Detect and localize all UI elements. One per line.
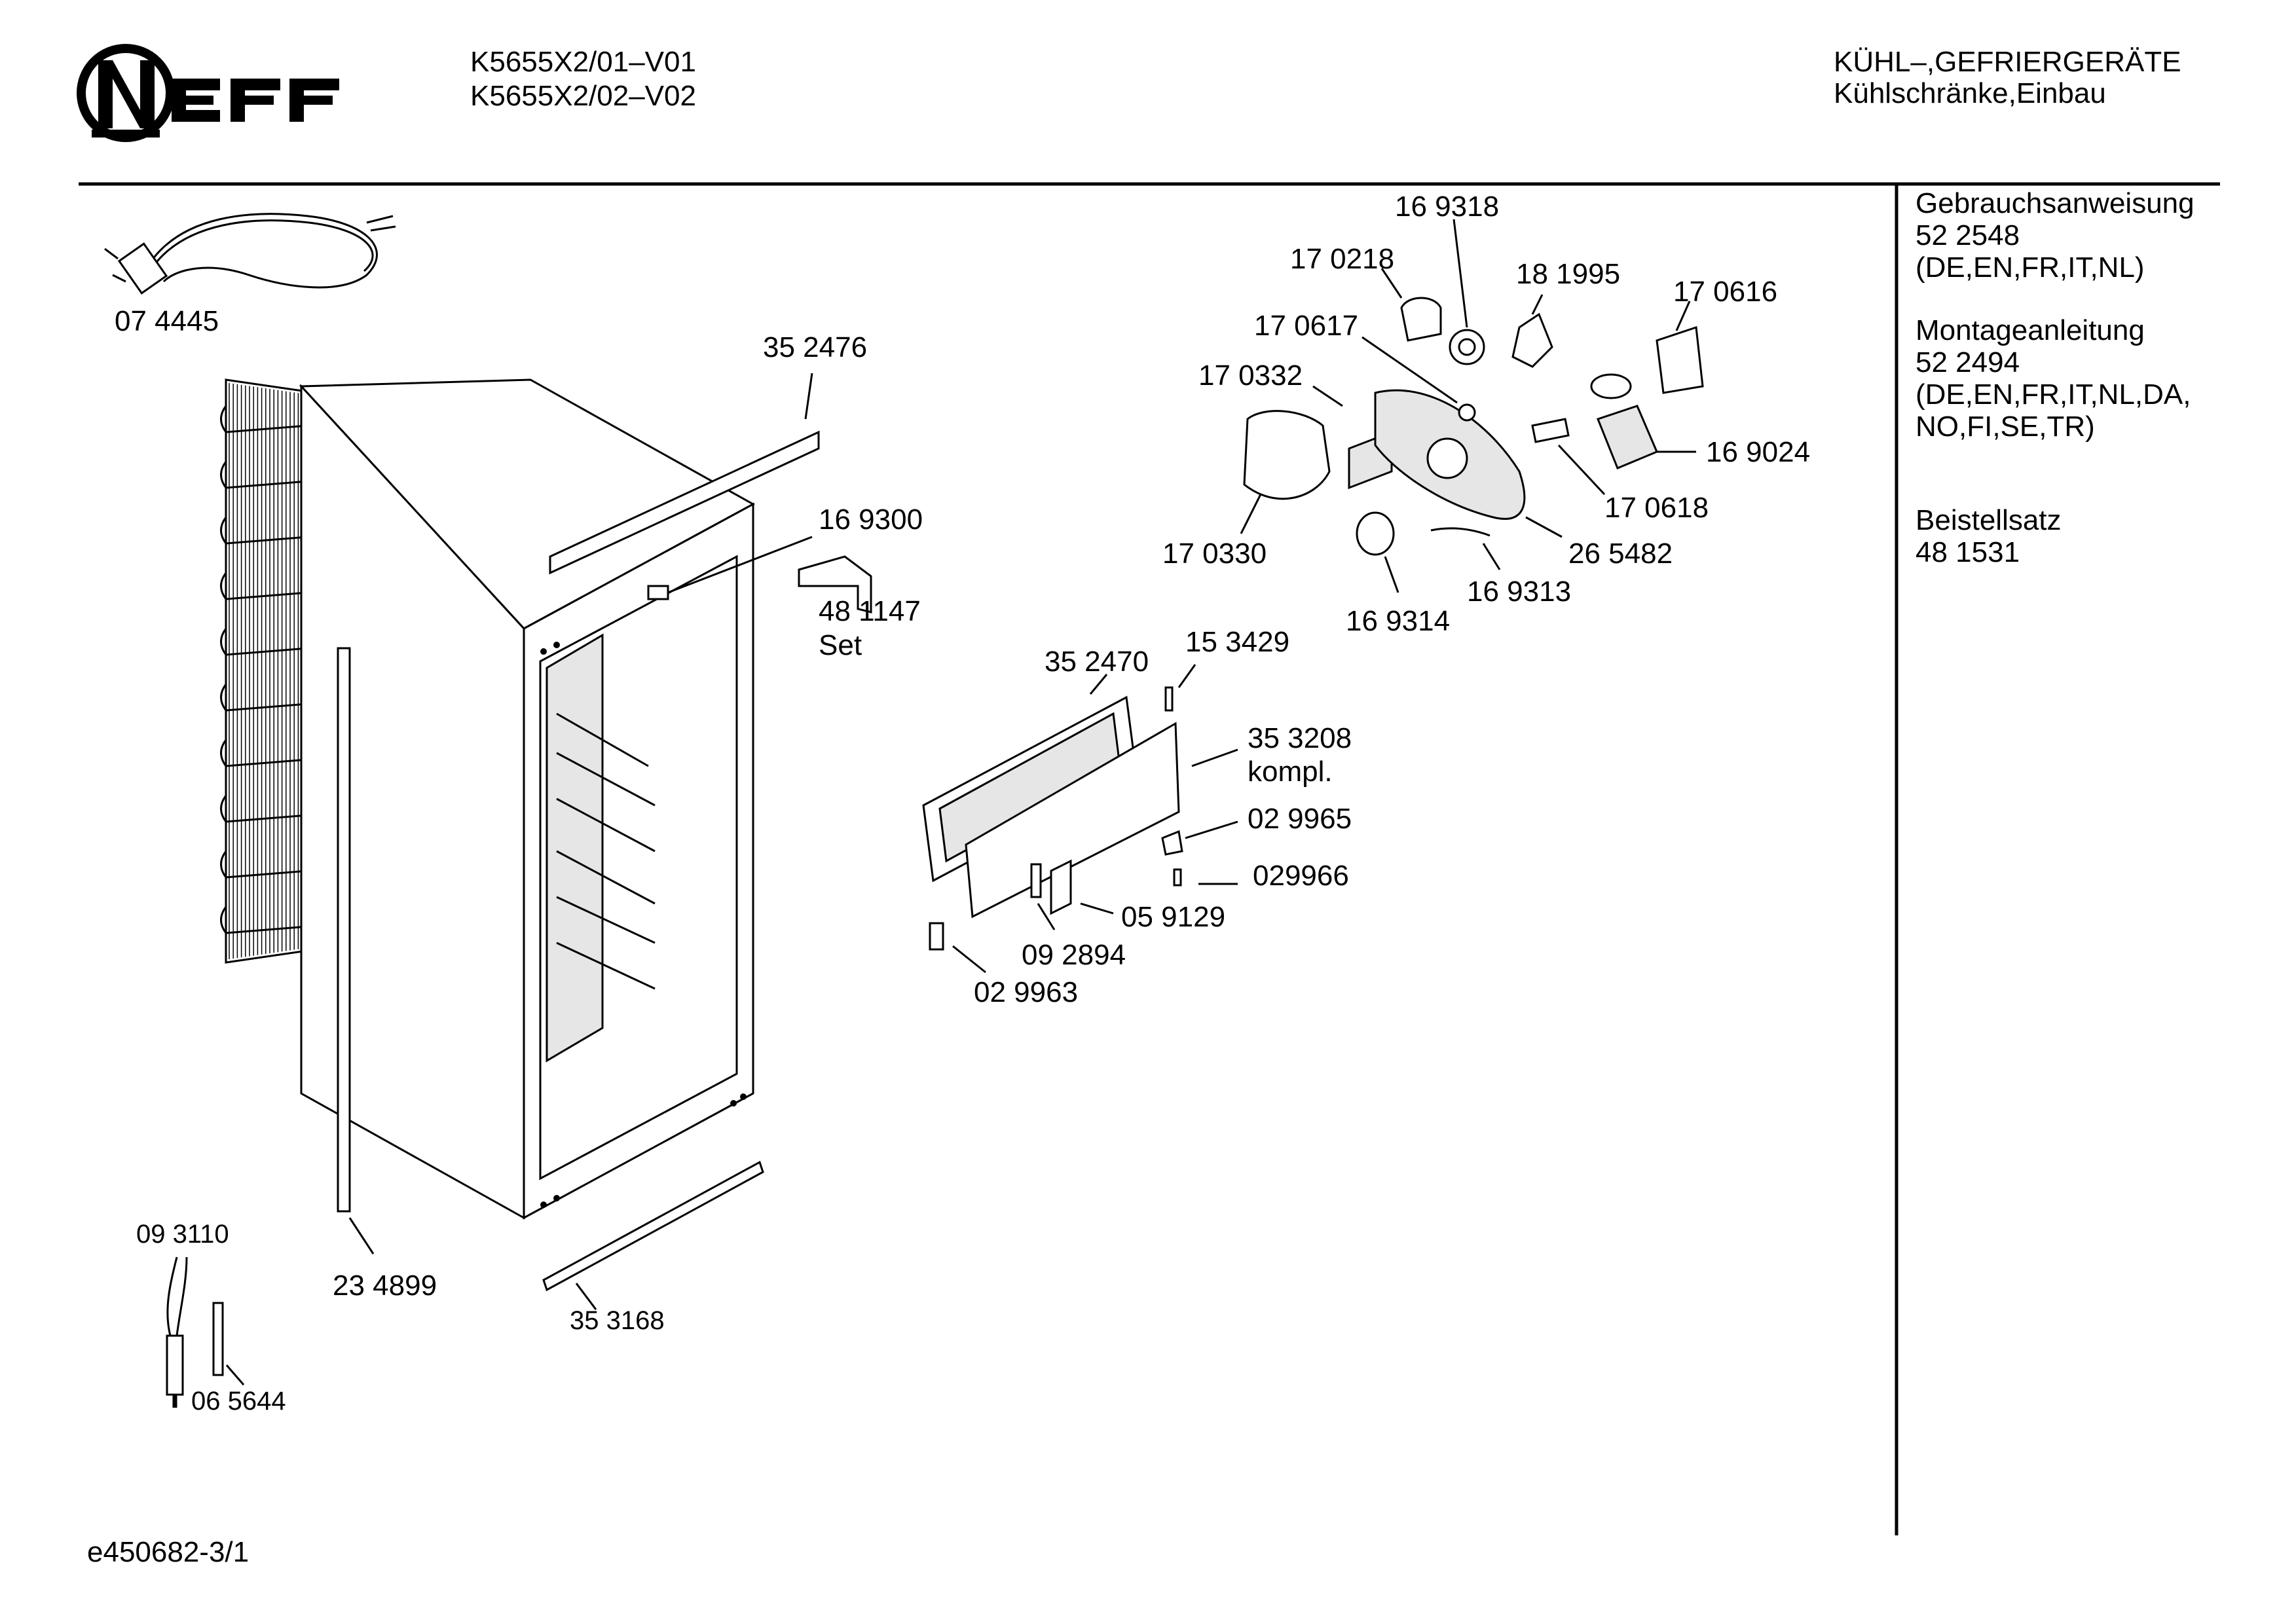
manual-title: Gebrauchsanweisung [1916, 187, 2194, 219]
label-screw: 15 3429 [1185, 626, 1289, 658]
label-handle: 05 9129 [1121, 901, 1225, 933]
model-number-1: K5655X2/01–V01 [470, 46, 696, 78]
label-cap: 16 9318 [1395, 191, 1499, 223]
label-cable: 17 0618 [1604, 492, 1709, 524]
label-bracket: 48 1147 [819, 595, 921, 627]
label-cover-plate: 17 0332 [1198, 359, 1303, 392]
lamp-assembly-drawing [1240, 219, 1704, 593]
model-number-2: K5655X2/02–V02 [470, 80, 696, 112]
label-cord: 07 4445 [115, 305, 219, 337]
shelf-rails [556, 712, 656, 990]
label-hinge-part: 02 9965 [1248, 803, 1352, 835]
power-cord-drawing [104, 213, 396, 295]
label-door: 35 3208 [1248, 722, 1352, 754]
label-bottom-strip: 35 3168 [570, 1306, 665, 1335]
label-thermostat: 16 9024 [1706, 436, 1810, 468]
label-hinge-cap: 02 9963 [974, 976, 1078, 1008]
label-door-seal: 35 2470 [1045, 646, 1149, 678]
label-sensor: 16 9300 [819, 504, 923, 536]
label-switch-plate: 17 0616 [1673, 276, 1777, 308]
label-door-note: kompl. [1248, 756, 1333, 788]
sensor-drawing [647, 536, 813, 600]
label-lamp-holder: 18 1995 [1516, 258, 1620, 290]
bracket-drawing [798, 555, 872, 614]
label-lamp: 17 0218 [1290, 243, 1394, 275]
mounting-languages-2: NO,FI,SE,TR) [1916, 411, 2095, 443]
bottom-strip-drawing [542, 1160, 764, 1310]
document-id: e450682-3/1 [87, 1536, 250, 1568]
label-bracket-note: Set [819, 629, 862, 661]
label-knob: 16 9314 [1346, 605, 1450, 637]
door-assembly-drawing [922, 664, 1238, 974]
label-hinge-screw: 029966 [1253, 860, 1349, 892]
manual-languages: (DE,EN,FR,IT,NL) [1916, 251, 2145, 284]
label-pin: 06 5644 [191, 1387, 286, 1416]
category-subtitle: Kühlschränke,Einbau [1834, 77, 2106, 109]
side-strip-drawing [337, 647, 375, 1255]
mounting-number: 52 2494 [1916, 346, 2020, 378]
label-housing: 26 5482 [1568, 538, 1673, 570]
kit-title: Beistellsatz [1916, 504, 2062, 536]
neff-logo [77, 44, 339, 142]
label-light-strip: 16 9313 [1467, 576, 1571, 608]
label-top-rail: 35 2476 [763, 331, 867, 363]
top-rail-drawing [549, 373, 820, 575]
manual-number: 52 2548 [1916, 219, 2020, 251]
label-lamp-cover: 17 0330 [1162, 538, 1267, 570]
label-side-strip: 23 4899 [333, 1270, 437, 1302]
label-hinge: 09 2894 [1022, 939, 1126, 971]
label-fuse-wire: 09 3110 [136, 1220, 229, 1249]
kit-number: 48 1531 [1916, 536, 2020, 568]
label-knob-small: 17 0617 [1254, 310, 1358, 342]
mounting-title: Montageanleitung [1916, 314, 2145, 346]
category-title: KÜHL–,GEFRIERGERÄTE [1834, 46, 2181, 78]
fuse-drawing [166, 1256, 245, 1408]
mounting-languages-1: (DE,EN,FR,IT,NL,DA, [1916, 378, 2191, 411]
cabinet-drawing [220, 378, 756, 1220]
